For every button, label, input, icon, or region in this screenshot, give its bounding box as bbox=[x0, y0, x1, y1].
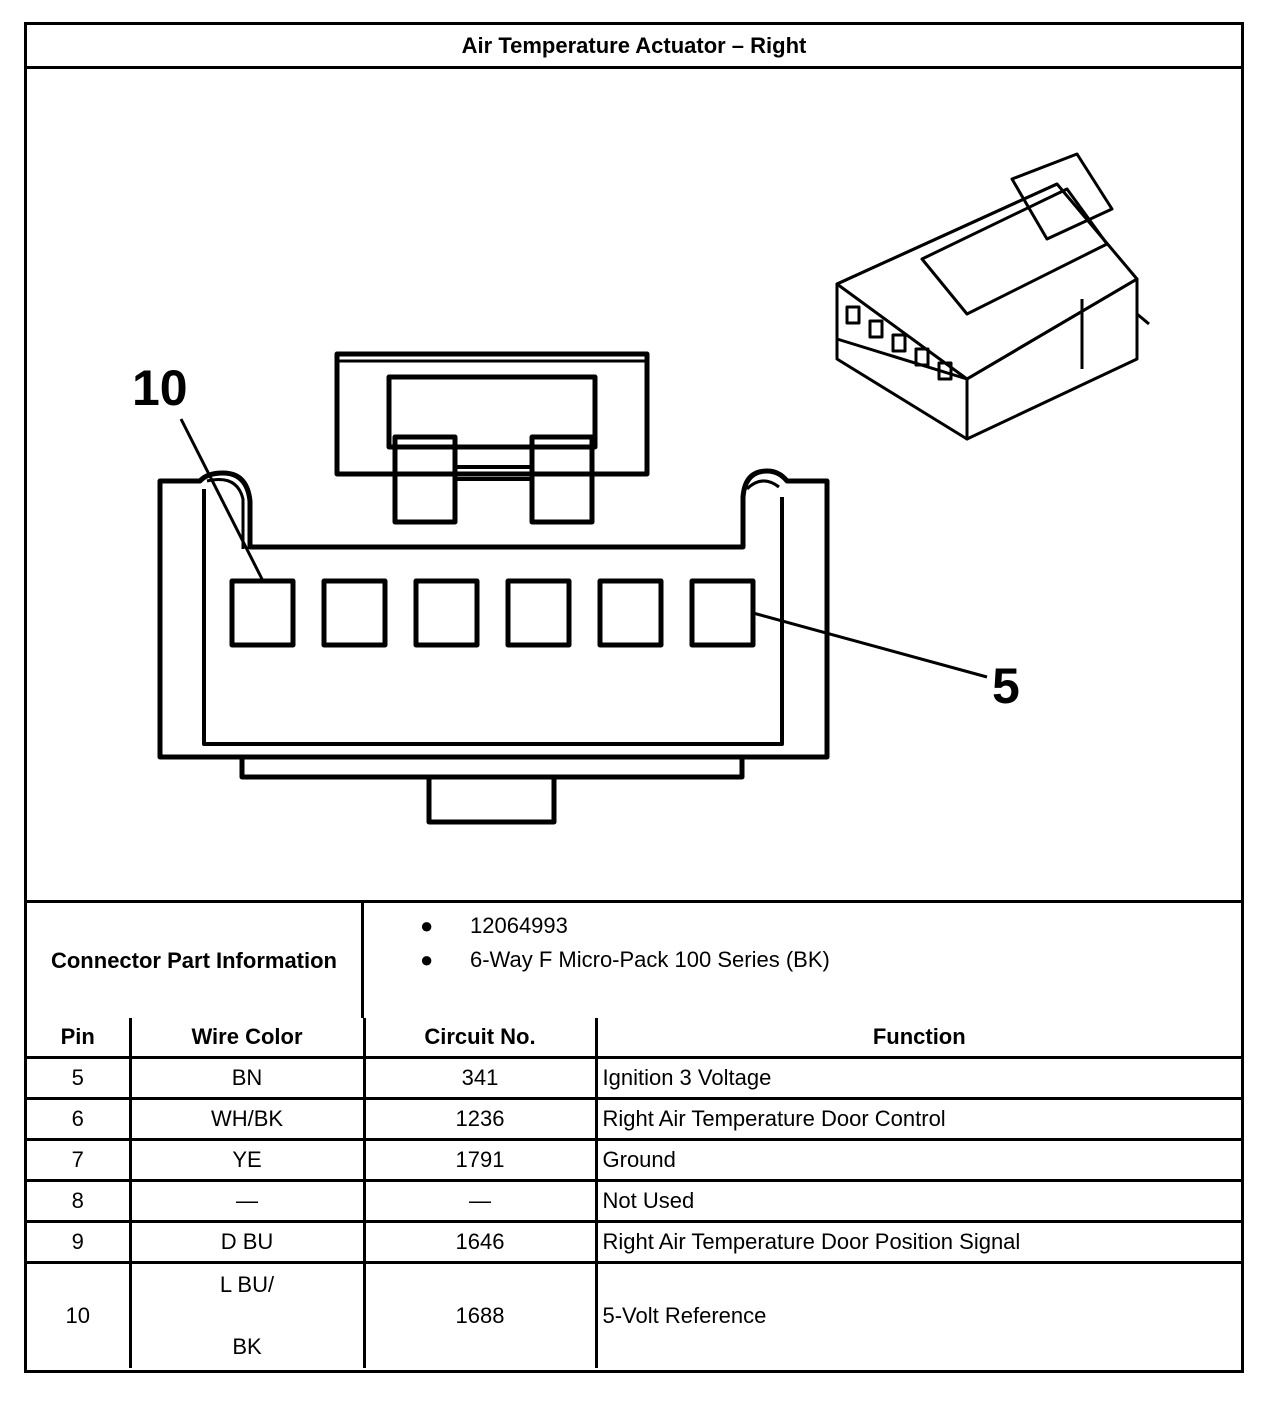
table-header-row: Pin Wire Color Circuit No. Function bbox=[27, 1018, 1241, 1059]
connector-part-info-label: Connector Part Information bbox=[27, 903, 364, 1018]
pin-cavity bbox=[413, 578, 480, 648]
wire-color-cell: YE bbox=[128, 1138, 366, 1182]
circuit-cell: 1688 bbox=[362, 1261, 598, 1368]
circuit-cell: 341 bbox=[362, 1056, 598, 1100]
table-row: 8 — — Not Used bbox=[27, 1179, 1241, 1223]
pin-cell: 9 bbox=[27, 1220, 132, 1264]
callout-leader-left bbox=[179, 418, 265, 582]
connector-part-info: Connector Part Information ● 12064993 ● … bbox=[27, 900, 1241, 1018]
function-cell: 5-Volt Reference bbox=[594, 1261, 1241, 1368]
list-item: ● 12064993 bbox=[364, 909, 830, 943]
bullet-icon: ● bbox=[420, 947, 434, 972]
connector-diagram: 10 5 bbox=[132, 152, 1150, 825]
connector-housing bbox=[157, 468, 830, 760]
circuit-cell: 1236 bbox=[362, 1097, 598, 1141]
pin-cavity bbox=[505, 578, 572, 648]
wire-color-cell: BN bbox=[128, 1056, 366, 1100]
table-row: 6 WH/BK 1236 Right Air Temperature Door … bbox=[27, 1097, 1241, 1141]
bullet-icon: ● bbox=[420, 913, 434, 938]
header-function: Function bbox=[594, 1018, 1241, 1059]
pin-cell: 10 bbox=[27, 1261, 132, 1368]
connector-description: 6-Way F Micro-Pack 100 Series (BK) bbox=[470, 947, 830, 972]
pin-cavity bbox=[597, 578, 664, 648]
callout-leader-right bbox=[752, 611, 988, 679]
wire-color-cell: WH/BK bbox=[128, 1097, 366, 1141]
wire-color-cell: — bbox=[128, 1179, 366, 1223]
part-number: 12064993 bbox=[470, 913, 568, 938]
connector-sheet: Air Temperature Actuator – Right bbox=[24, 22, 1244, 1373]
circuit-cell: 1791 bbox=[362, 1138, 598, 1182]
pin-cavity bbox=[689, 578, 756, 648]
connector-key bbox=[239, 757, 745, 780]
pin-cavity bbox=[321, 578, 388, 648]
pin-table: Pin Wire Color Circuit No. Function 5 BN… bbox=[27, 1018, 1241, 1368]
header-wire-color: Wire Color bbox=[128, 1018, 366, 1059]
function-cell: Right Air Temperature Door Control bbox=[594, 1097, 1241, 1141]
circuit-cell: 1646 bbox=[362, 1220, 598, 1264]
wire-color-cell: D BU bbox=[128, 1220, 366, 1264]
function-cell: Ground bbox=[594, 1138, 1241, 1182]
pin-cell: 8 bbox=[27, 1179, 132, 1223]
header-circuit: Circuit No. bbox=[362, 1018, 598, 1059]
list-item: ● 6-Way F Micro-Pack 100 Series (BK) bbox=[364, 943, 830, 977]
connector-thumbnail bbox=[835, 152, 1150, 441]
connector-part-info-list: ● 12064993 ● 6-Way F Micro-Pack 100 Seri… bbox=[364, 909, 830, 977]
circuit-cell: — bbox=[362, 1179, 598, 1223]
table-row: 7 YE 1791 Ground bbox=[27, 1138, 1241, 1182]
function-cell: Not Used bbox=[594, 1179, 1241, 1223]
wire-color-line: L BU/ bbox=[219, 1272, 275, 1297]
table-row: 10 L BU/ BK 1688 5-Volt Reference bbox=[27, 1261, 1241, 1368]
function-cell: Right Air Temperature Door Position Sign… bbox=[594, 1220, 1241, 1264]
page-title: Air Temperature Actuator – Right bbox=[27, 25, 1241, 69]
callout-left: 10 bbox=[132, 360, 188, 416]
pin-cavity bbox=[229, 578, 296, 648]
function-cell: Ignition 3 Voltage bbox=[594, 1056, 1241, 1100]
callout-right: 5 bbox=[992, 658, 1020, 714]
wire-color-cell: L BU/ BK bbox=[128, 1261, 366, 1368]
table-row: 5 BN 341 Ignition 3 Voltage bbox=[27, 1056, 1241, 1100]
pin-cell: 5 bbox=[27, 1056, 132, 1100]
header-pin: Pin bbox=[27, 1018, 132, 1059]
wire-color-line: BK bbox=[232, 1334, 262, 1359]
table-row: 9 D BU 1646 Right Air Temperature Door P… bbox=[27, 1220, 1241, 1264]
pin-cell: 7 bbox=[27, 1138, 132, 1182]
pin-cell: 6 bbox=[27, 1097, 132, 1141]
connector-latch bbox=[334, 351, 650, 477]
